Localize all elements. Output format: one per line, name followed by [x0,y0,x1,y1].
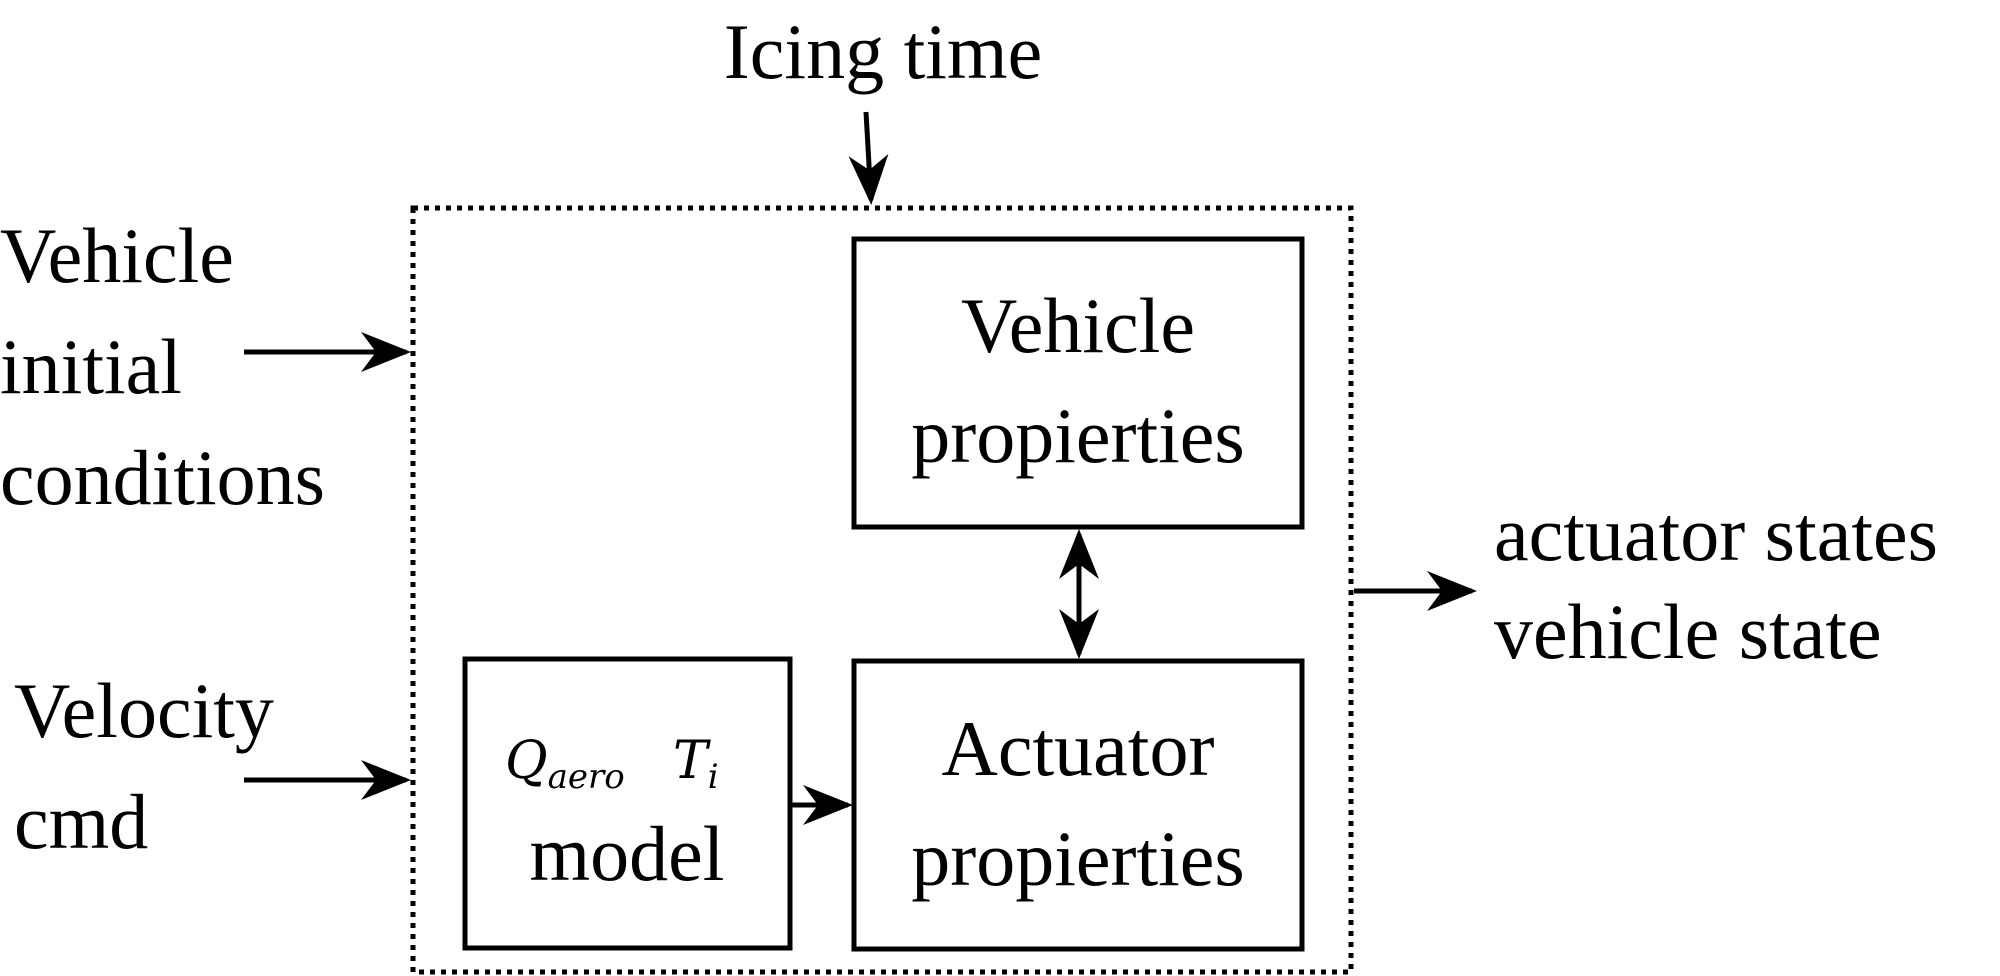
vehicle-properties-line-1: Vehicle [961,282,1195,369]
icing-time-label: Icing time [724,8,1042,95]
q-aero-symbol: Qaero [505,731,625,797]
heat-model-label: model [530,810,725,897]
actuator-properties-line-1: Actuator [942,705,1215,792]
vehicle-properties-block [851,236,1305,530]
actuator-properties-block [851,658,1305,952]
icing-time-arrow [848,111,889,205]
actuator-properties-line-2: propierties [911,815,1245,902]
vehicle-initial-conditions-line-3: conditions [0,434,325,521]
system-boundary [410,205,1354,975]
velocity-cmd-line-2: cmd [14,778,148,865]
velocity-cmd-line-1: Velocity [14,667,274,754]
vehicle-properties-line-2: propierties [911,392,1245,479]
vehicle-initial-conditions-line-2: initial [0,323,182,410]
output-actuator-states: actuator states [1494,490,1938,577]
heat-model-block [462,656,793,951]
output-vehicle-state: vehicle state [1494,588,1882,675]
vehicle-initial-conditions-line-1: Vehicle [0,212,234,299]
t-i-symbol: Ti [673,731,719,797]
